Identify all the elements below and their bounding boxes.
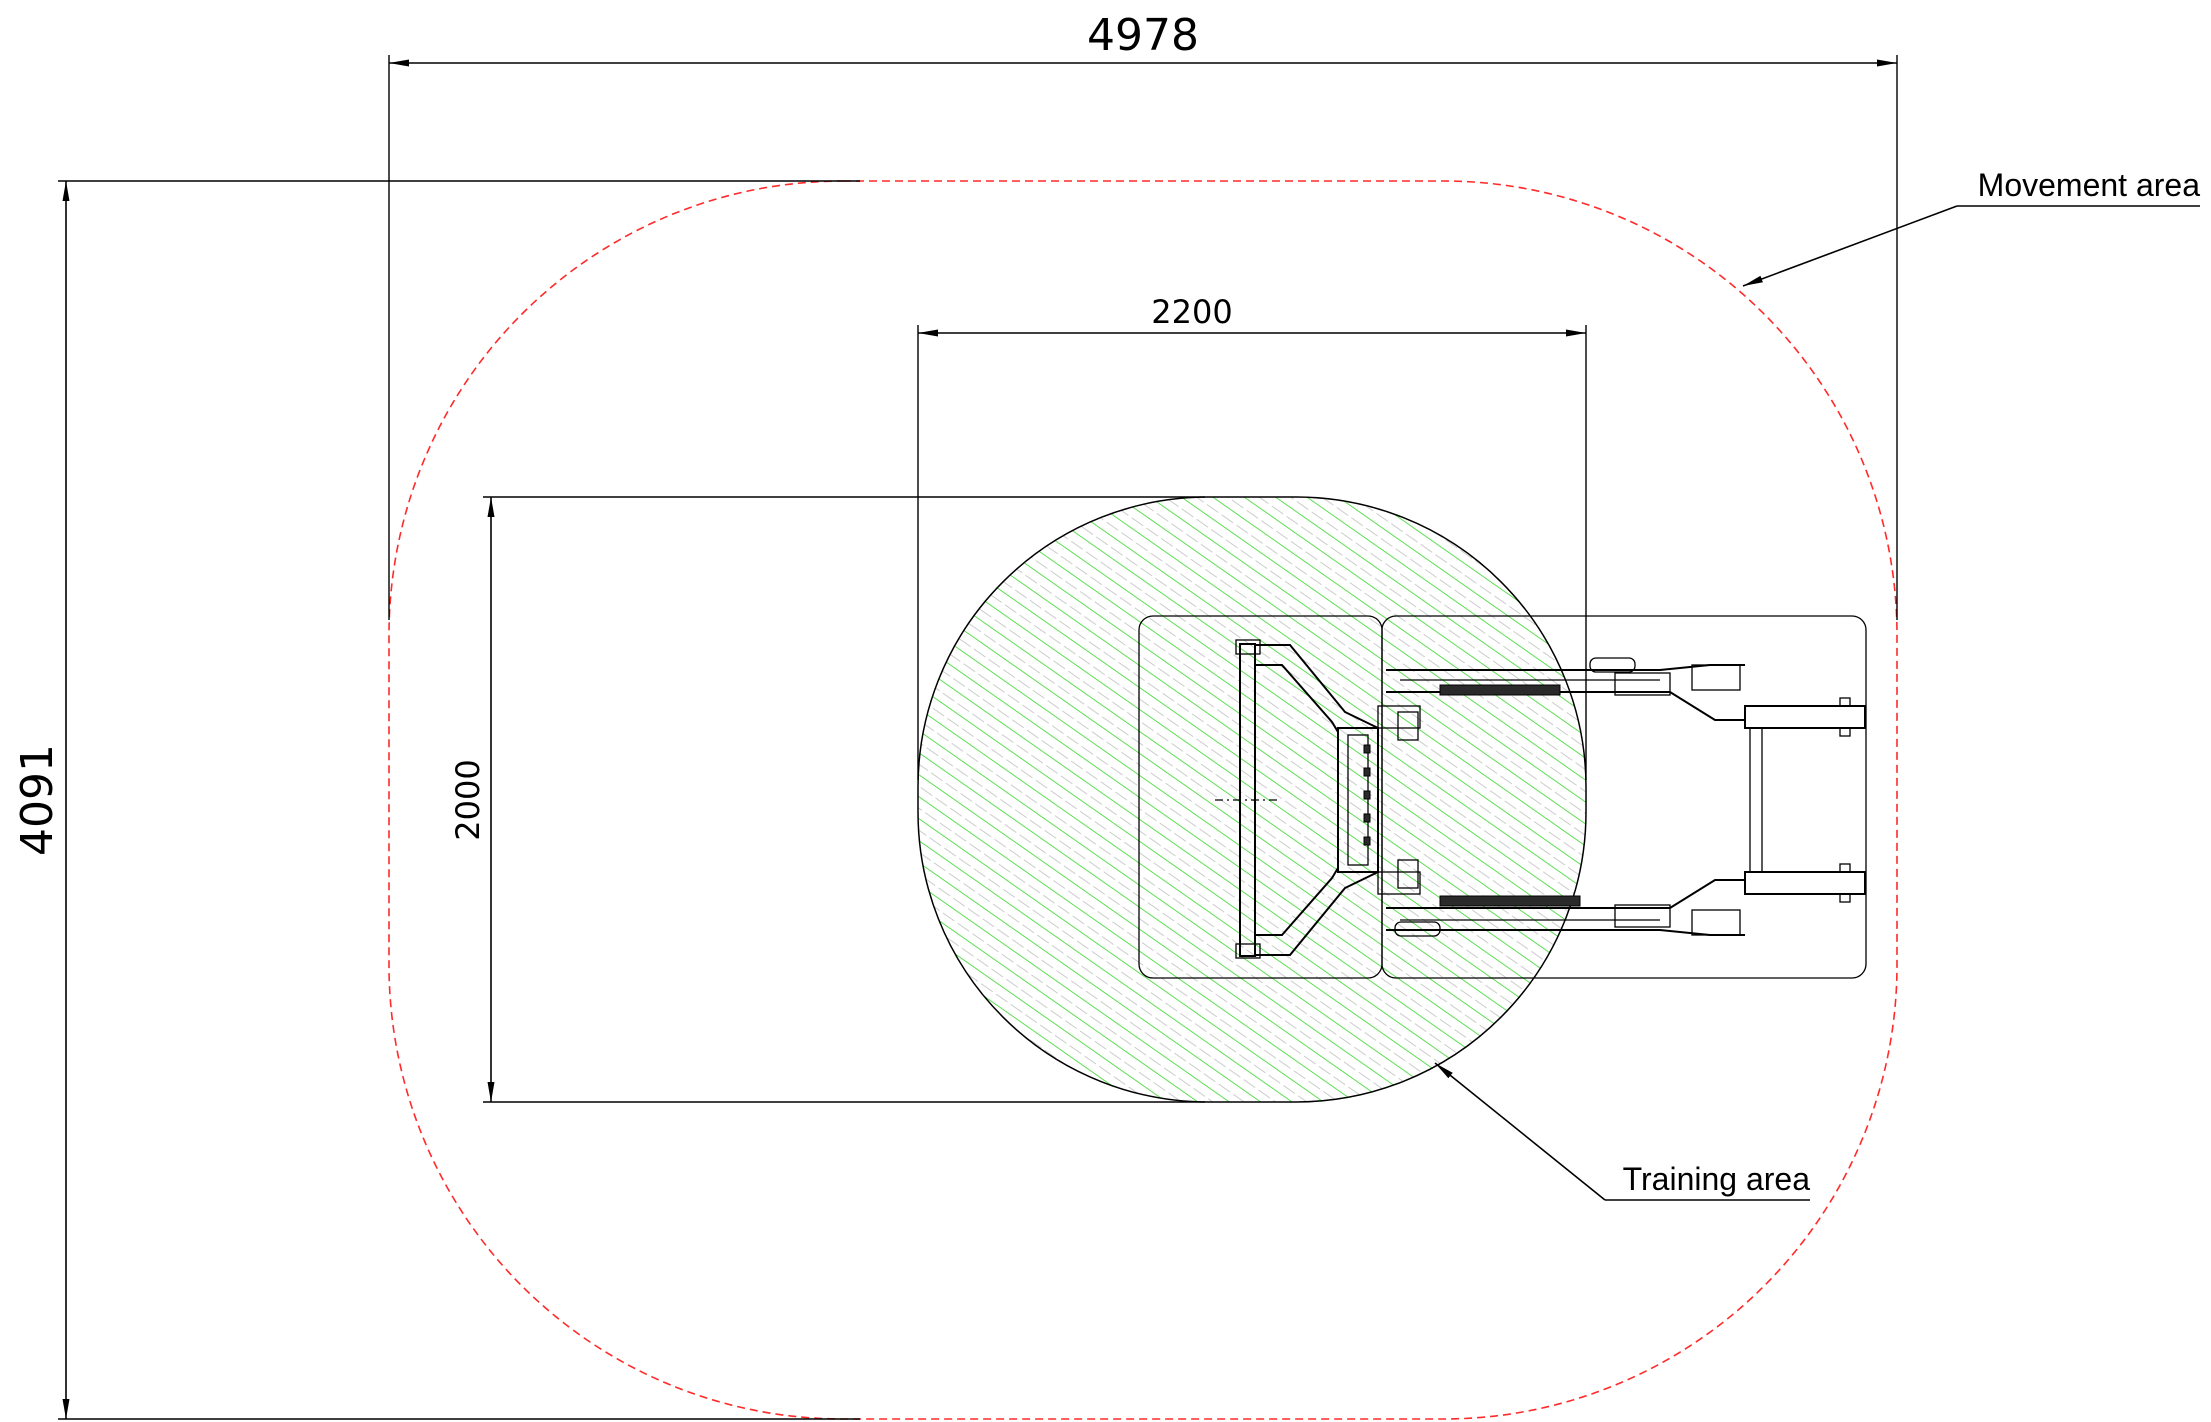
movement-area-boundary bbox=[388, 180, 1898, 1420]
training-width-dimension: 2200 bbox=[917, 293, 1587, 780]
overall-width-dimension: 4978 bbox=[388, 10, 1898, 620]
equipment-plan-view bbox=[1215, 639, 1866, 959]
training-width-label: 2200 bbox=[1151, 293, 1232, 331]
training-area-label: Training area bbox=[1623, 1161, 1811, 1197]
overall-width-label: 4978 bbox=[1087, 10, 1199, 61]
movement-area-callout: Movement area bbox=[1742, 167, 2201, 287]
frame-footprint-right bbox=[1381, 615, 1867, 979]
training-area-callout: Training area bbox=[1434, 1062, 1811, 1201]
overall-depth-label: 4091 bbox=[12, 744, 63, 856]
movement-area-label: Movement area bbox=[1978, 167, 2201, 203]
training-depth-dimension: 2000 bbox=[449, 496, 1205, 1103]
overall-depth-dimension: 4091 bbox=[12, 180, 860, 1420]
training-depth-label: 2000 bbox=[449, 759, 487, 840]
